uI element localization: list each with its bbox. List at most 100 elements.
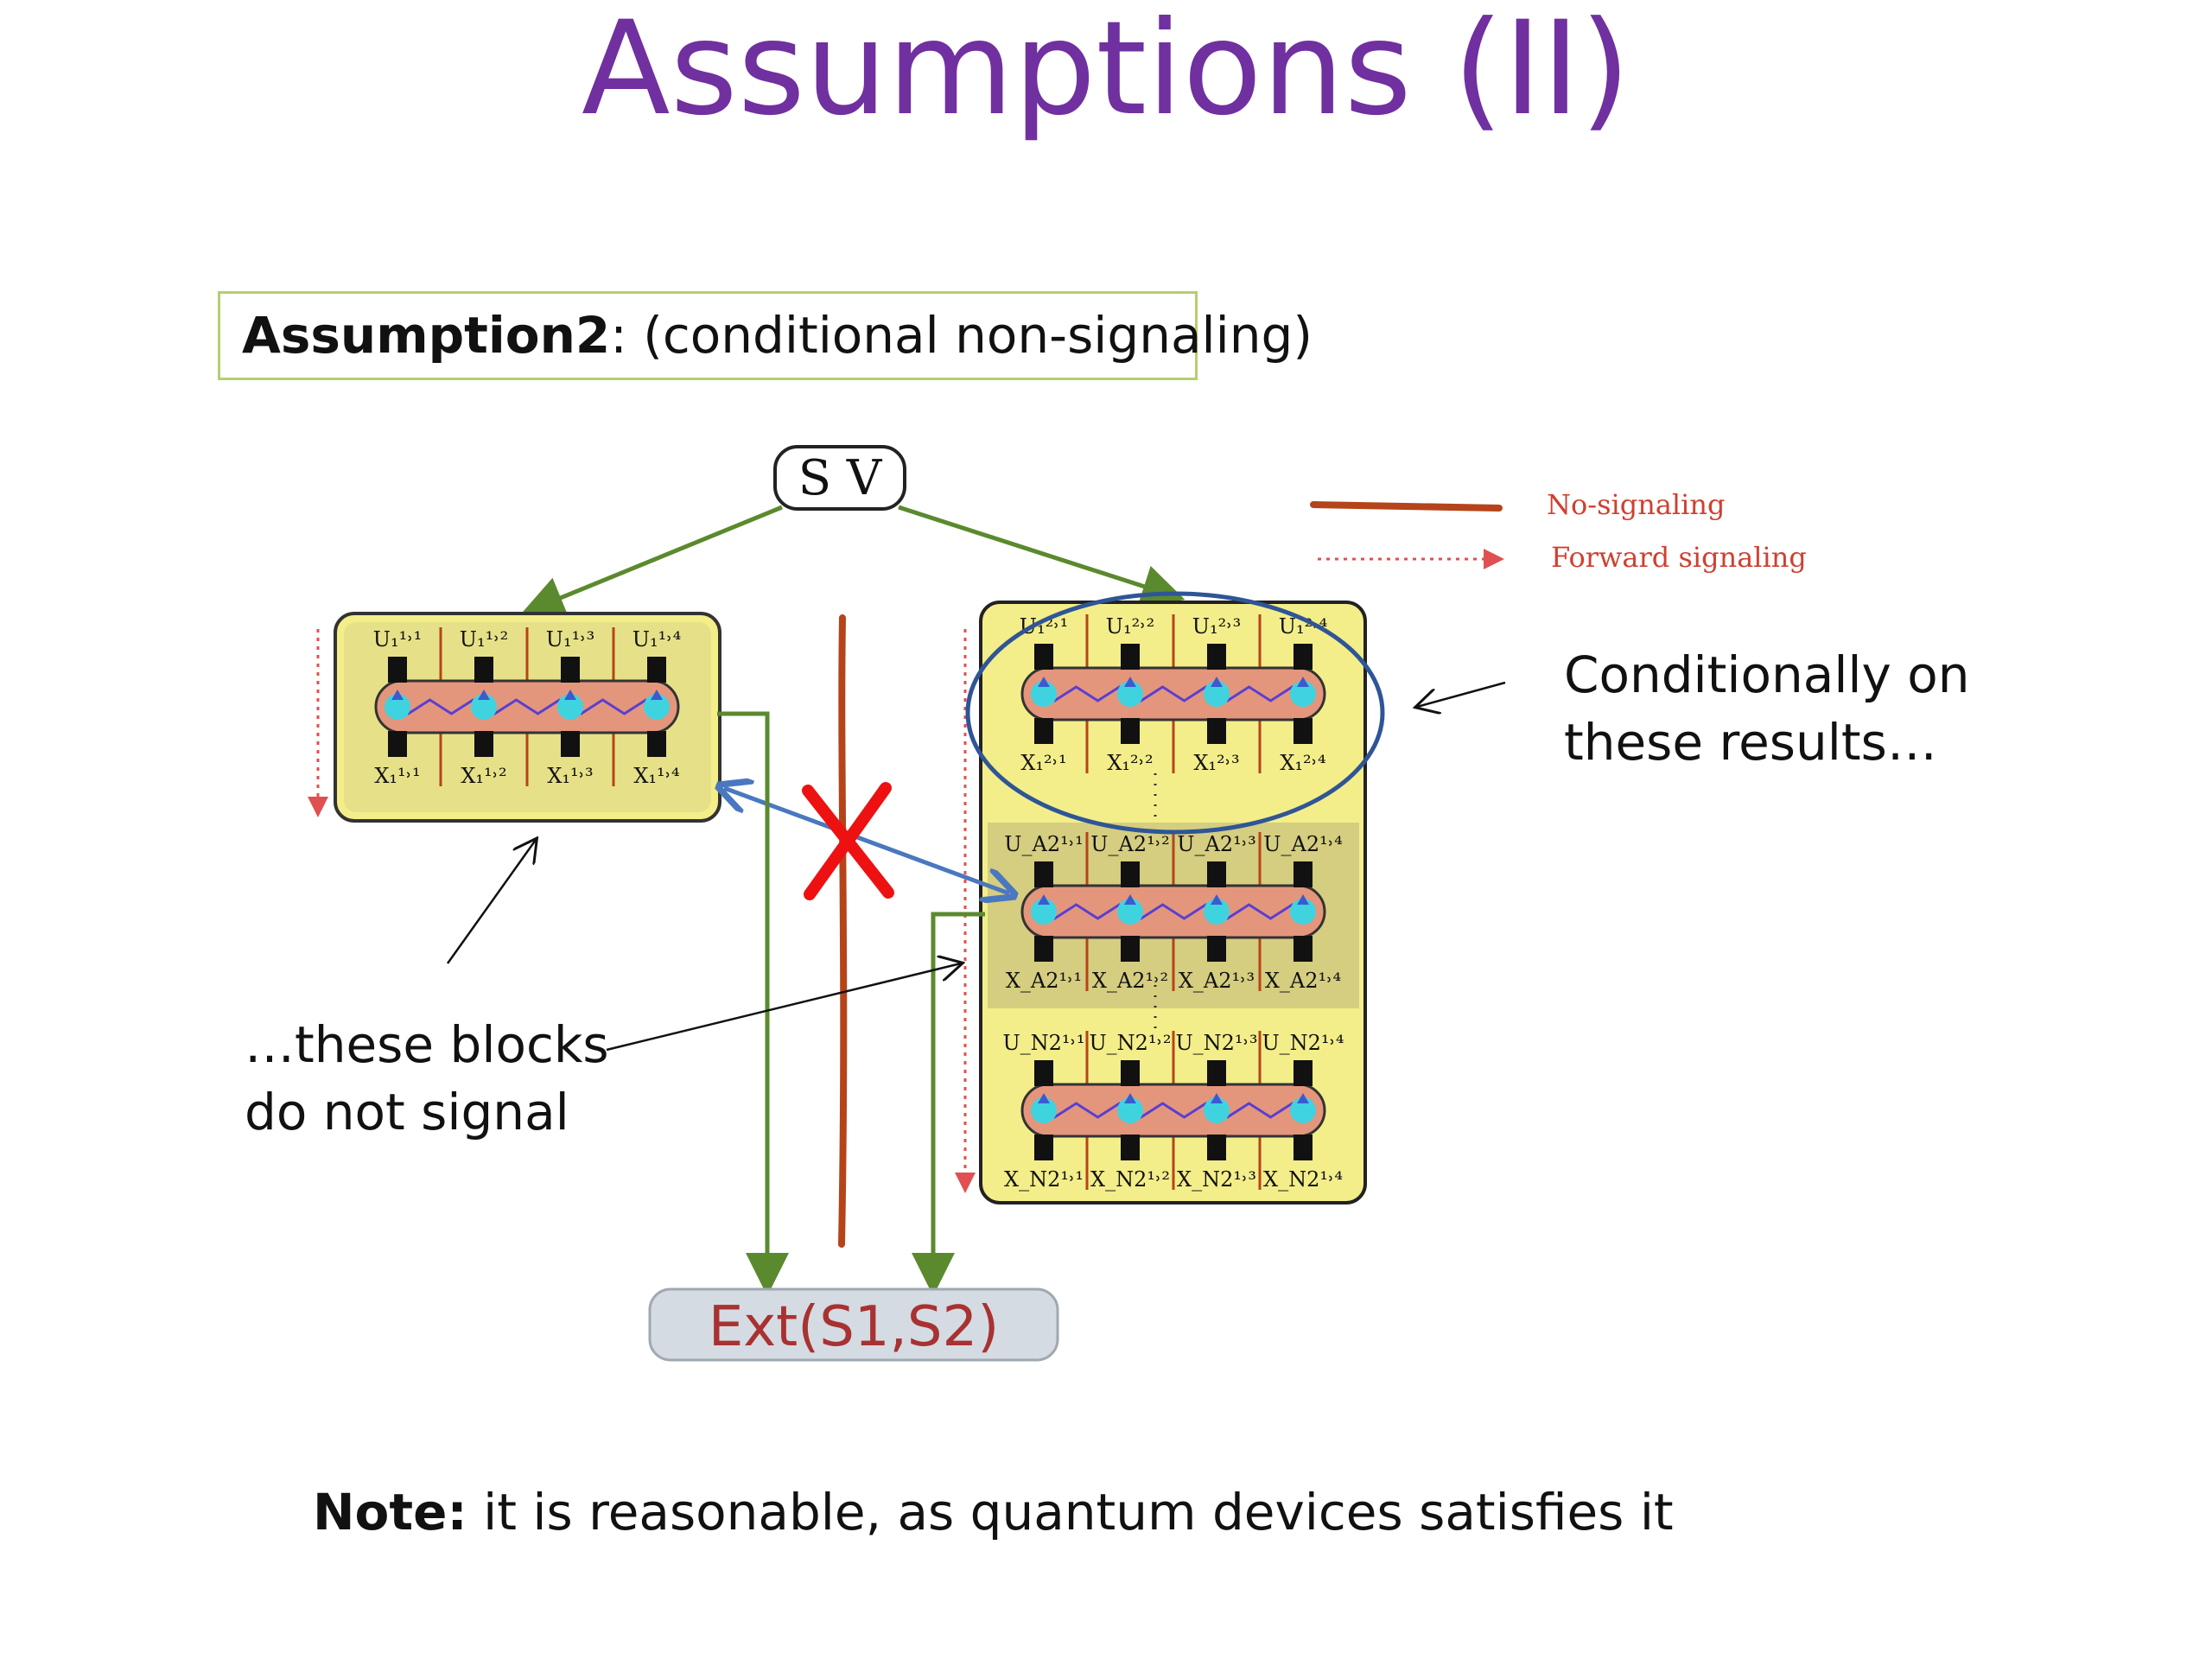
device-output-label: X₁²˒² <box>1107 751 1153 775</box>
device-output-label: X_A2¹˒³ <box>1179 969 1255 993</box>
spin-arrow-icon <box>391 690 404 700</box>
input-port <box>647 657 666 683</box>
input-port <box>561 657 580 683</box>
qubit-node <box>1031 899 1057 925</box>
annotation-conditionally-line2: these results… <box>1564 713 1937 772</box>
annotation-conditionally-line1: Conditionally on <box>1564 645 1970 704</box>
input-port <box>1034 1060 1053 1086</box>
assumption-label: Assumption2 <box>242 306 611 365</box>
input-port <box>1034 861 1053 887</box>
annotation-conditionally: Conditionally on these results… <box>1564 641 1970 776</box>
output-port <box>1121 936 1140 962</box>
qubit-node <box>1204 681 1230 707</box>
device-output-label: X_N2¹˒⁴ <box>1263 1167 1343 1192</box>
qubit-node <box>1290 1097 1316 1123</box>
qubit-node <box>1117 1097 1143 1123</box>
output-port <box>1294 1135 1313 1160</box>
output-port <box>388 731 407 757</box>
device-output-label: X₁²˒⁴ <box>1280 751 1325 775</box>
input-port <box>388 657 407 683</box>
red-cross-icon <box>802 782 894 900</box>
spin-arrow-icon <box>1297 677 1309 687</box>
pointer-blocks-right <box>606 963 961 1052</box>
slide-title: Assumptions (II) <box>582 0 1630 144</box>
entanglement-link <box>397 698 658 715</box>
note-body: it is reasonable, as quantum devices sat… <box>467 1483 1674 1541</box>
output-port <box>1207 936 1226 962</box>
device-output-label: X₁²˒³ <box>1193 751 1239 775</box>
assumption-description: : (conditional non-signaling) <box>610 306 1313 365</box>
spin-arrow-icon <box>1038 894 1050 905</box>
input-port <box>1294 644 1313 670</box>
device-output-label: X₁¹˒¹ <box>374 764 420 788</box>
arrow-sv-to-left <box>520 505 783 618</box>
device-output-label: X₁²˒¹ <box>1020 751 1066 775</box>
spin-arrow-icon <box>1297 894 1309 905</box>
spin-arrow-icon <box>1124 677 1136 687</box>
input-port <box>1121 861 1140 887</box>
device-output-label: X_A2¹˒¹ <box>1006 969 1082 993</box>
spin-arrow-icon <box>1211 677 1223 687</box>
device-output-label: X_N2¹˒³ <box>1177 1167 1256 1192</box>
output-port <box>1034 718 1053 744</box>
input-port <box>1207 644 1226 670</box>
output-port <box>1121 1135 1140 1160</box>
output-port <box>647 731 666 757</box>
spin-arrow-icon <box>1124 894 1136 905</box>
qubit-node <box>1117 681 1143 707</box>
input-port <box>1121 1060 1140 1086</box>
device-output-label: X₁¹˒⁴ <box>633 764 679 788</box>
device-input-label: U_N2¹˒⁴ <box>1262 1031 1344 1055</box>
output-port <box>1207 718 1226 744</box>
input-port <box>1121 644 1140 670</box>
input-port <box>1207 1060 1226 1086</box>
qubit-node <box>471 694 497 720</box>
device-input-label: U_A2¹˒⁴ <box>1263 832 1342 856</box>
arrow-sv-to-right <box>898 505 1185 607</box>
input-port <box>1034 644 1053 670</box>
output-port <box>1121 718 1140 744</box>
source-label: S V <box>798 450 883 506</box>
device-output-label: X_N2¹˒¹ <box>1004 1167 1084 1192</box>
output-port <box>1294 936 1313 962</box>
extractor-node <box>648 1287 1059 1362</box>
blue-double-arrow <box>724 788 1009 893</box>
entanglement-link <box>1043 685 1304 702</box>
qubit-node <box>1290 681 1316 707</box>
device-output-label: X_A2¹˒⁴ <box>1265 969 1341 993</box>
qubit-node <box>1290 899 1316 925</box>
no-signaling-barrier <box>838 614 848 1248</box>
assumption-box <box>218 291 1198 380</box>
spin-arrow-icon <box>564 690 576 700</box>
note-label: Note: <box>313 1483 467 1541</box>
spin-arrow-icon <box>478 690 490 700</box>
device-output-label: X₁¹˒³ <box>547 764 593 788</box>
device-input-label: U_N2¹˒² <box>1089 1031 1171 1055</box>
spin-arrow-icon <box>1211 1093 1223 1103</box>
spin-arrow-icon <box>1211 894 1223 905</box>
entanglement-link <box>1043 1102 1304 1119</box>
input-port <box>1294 861 1313 887</box>
note-text: Note: it is reasonable, as quantum devic… <box>313 1482 1674 1542</box>
spin-arrow-icon <box>1297 1093 1309 1103</box>
qubit-node <box>1204 1097 1230 1123</box>
right-block-row-3: U_N2¹˒¹X_N2¹˒¹U_N2¹˒²X_N2¹˒²U_N2¹˒³X_N2¹… <box>1002 1031 1344 1192</box>
device-input-label: U₁²˒² <box>1106 614 1154 639</box>
output-port <box>1294 718 1313 744</box>
device-input-label: U₁¹˒¹ <box>373 627 422 652</box>
annotation-blocks-line1: …these blocks <box>245 1015 609 1074</box>
device-input-label: U_A2¹˒² <box>1090 832 1169 856</box>
qubit-node <box>644 694 670 720</box>
output-port <box>561 731 580 757</box>
device-input-label: U_N2¹˒¹ <box>1002 1031 1084 1055</box>
highlight-ellipse <box>965 591 1385 835</box>
arrow-right-to-ext <box>912 912 985 1296</box>
device-input-label: U₁¹˒² <box>460 627 508 652</box>
qubit-node <box>1117 899 1143 925</box>
spin-arrow-icon <box>1038 1093 1050 1103</box>
input-port <box>1294 1060 1313 1086</box>
annotation-blocks: …these blocks do not signal <box>245 1011 609 1146</box>
extractor-label: Ext(S1,S2) <box>709 1295 999 1359</box>
